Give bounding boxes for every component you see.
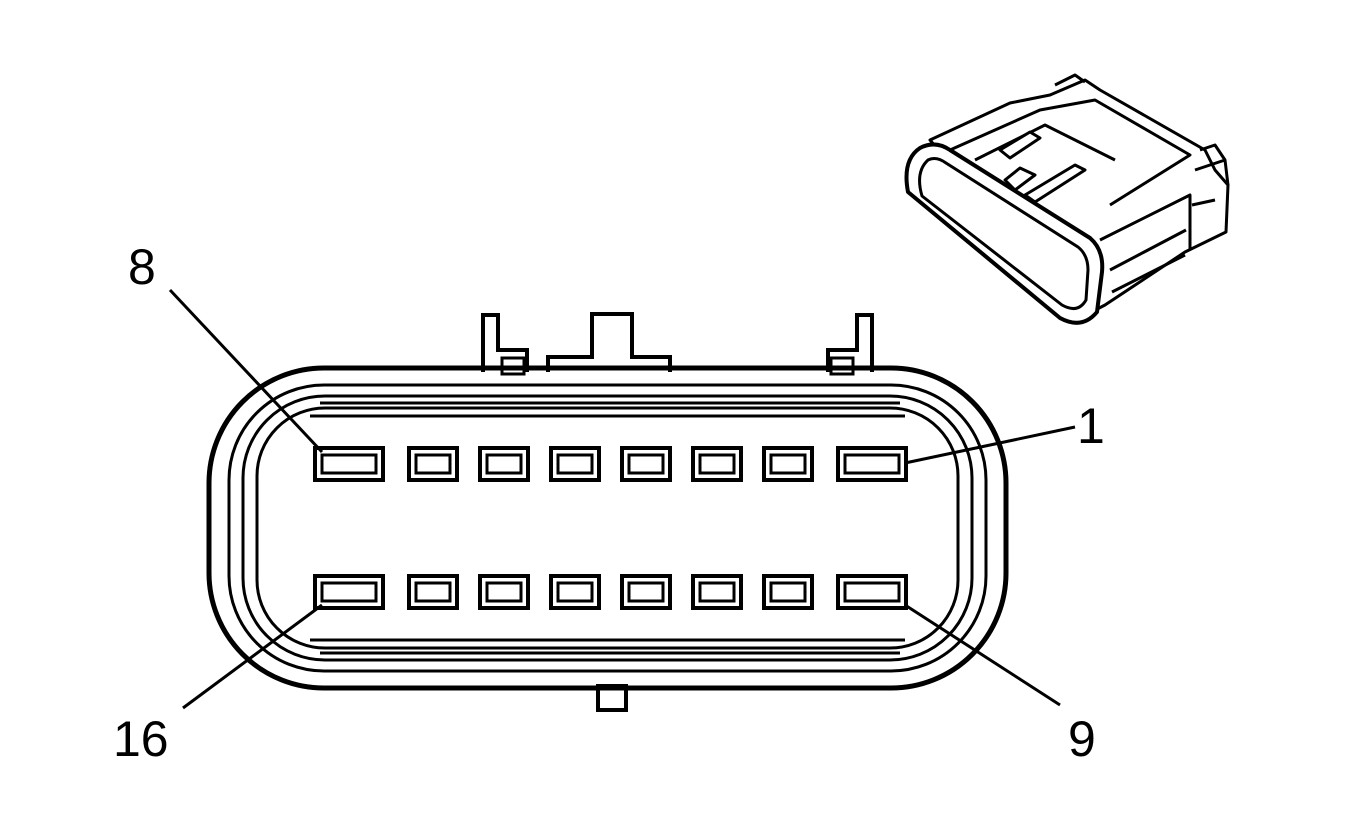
- leader-pin-16: [182, 603, 323, 710]
- terminal-cavity-inner-6: [485, 453, 523, 475]
- top-lock-tab: [826, 313, 874, 372]
- terminal-cavity-inner-13: [556, 581, 594, 603]
- terminal-cavity-inner-16: [320, 581, 378, 603]
- leader-pin-8: [168, 288, 324, 454]
- pin-label-1: 1: [1077, 398, 1105, 454]
- terminal-cavity-inner-5: [556, 453, 594, 475]
- terminal-cavity-inner-3: [698, 453, 736, 475]
- terminal-cavity-inner-8: [320, 453, 378, 475]
- bottom-key: [596, 684, 628, 712]
- connector-face: [206, 312, 1009, 712]
- leader-pin-9: [904, 603, 1061, 707]
- top-lock-tab: [481, 313, 529, 372]
- top-key: [546, 312, 672, 372]
- terminal-cavity-inner-4: [627, 453, 665, 475]
- terminal-cavity-16: [313, 574, 385, 610]
- terminal-cavity-inner-12: [627, 581, 665, 603]
- terminal-cavity-inner-15: [414, 581, 452, 603]
- pin-label-9: 9: [1068, 711, 1096, 767]
- terminal-cavity-inner-7: [414, 453, 452, 475]
- terminal-cavities: [313, 446, 908, 610]
- terminal-cavity-inner-2: [769, 453, 807, 475]
- terminal-cavity-inner-10: [769, 581, 807, 603]
- pin-label-16: 16: [113, 711, 169, 767]
- terminal-cavity-8: [313, 446, 385, 482]
- terminal-cavity-inner-11: [698, 581, 736, 603]
- callout-leaders: [168, 288, 1076, 710]
- terminal-cavity-9: [836, 574, 908, 610]
- pin-label-8: 8: [128, 239, 156, 295]
- terminal-cavity-inner-14: [485, 581, 523, 603]
- terminal-cavity-inner-9: [843, 581, 901, 603]
- terminal-cavity-inner-1: [843, 453, 901, 475]
- terminal-cavity-1: [836, 446, 908, 482]
- connector-isometric-view: [904, 73, 1230, 325]
- leader-pin-1: [904, 425, 1076, 465]
